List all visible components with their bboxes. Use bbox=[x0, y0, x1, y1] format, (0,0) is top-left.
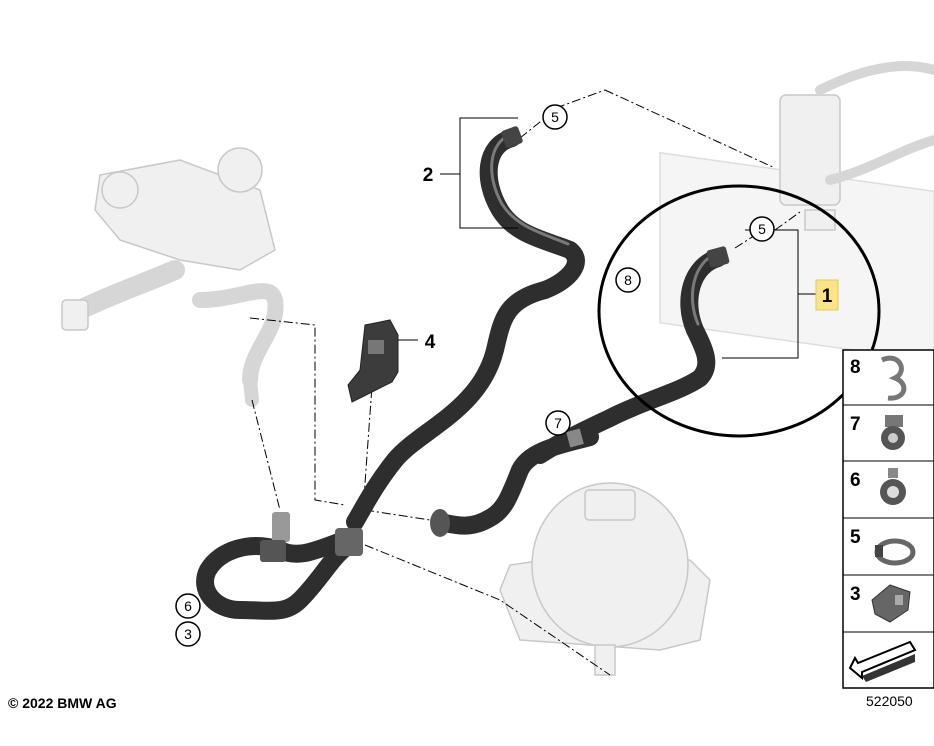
callout-7[interactable]: 7 bbox=[545, 410, 571, 436]
diagram-number: 522050 bbox=[866, 693, 913, 709]
svg-text:6: 6 bbox=[850, 470, 861, 491]
hose-clamp-icon bbox=[874, 538, 916, 566]
svg-text:5: 5 bbox=[551, 109, 559, 125]
svg-text:8: 8 bbox=[850, 357, 861, 378]
svg-text:5: 5 bbox=[758, 221, 766, 237]
svg-text:2: 2 bbox=[423, 165, 434, 186]
callout-4[interactable]: 4 bbox=[425, 332, 436, 353]
clip-icon bbox=[880, 468, 906, 505]
parts-legend: 8 7 6 5 bbox=[842, 349, 934, 689]
expansion-tank-ghost bbox=[499, 482, 711, 676]
legend-item-3[interactable]: 3 bbox=[850, 584, 911, 623]
callout-1[interactable]: 1 bbox=[815, 279, 839, 311]
svg-text:4: 4 bbox=[425, 332, 436, 353]
callout-2[interactable]: 2 bbox=[416, 160, 440, 188]
holder-icon bbox=[881, 415, 905, 450]
svg-text:8: 8 bbox=[624, 272, 632, 288]
callout-6[interactable]: 6 bbox=[175, 593, 201, 619]
callout-3[interactable]: 3 bbox=[175, 621, 201, 647]
svg-text:5: 5 bbox=[850, 527, 861, 548]
svg-text:1: 1 bbox=[822, 286, 833, 307]
arrow-icon bbox=[848, 640, 917, 682]
legend-item-5[interactable]: 5 bbox=[850, 527, 916, 566]
svg-text:3: 3 bbox=[850, 584, 861, 605]
svg-text:7: 7 bbox=[554, 415, 562, 431]
svg-text:7: 7 bbox=[850, 414, 861, 435]
bracket-4 bbox=[347, 319, 399, 403]
legend-arrow-tile[interactable] bbox=[848, 640, 917, 682]
legend-item-6[interactable]: 6 bbox=[850, 468, 906, 505]
copyright-text: © 2022 BMW AG bbox=[8, 695, 117, 711]
radiator-ghost bbox=[659, 61, 934, 363]
legend-item-8[interactable]: 8 bbox=[850, 355, 907, 401]
hose-7 bbox=[430, 428, 599, 537]
bracket-icon bbox=[871, 584, 911, 623]
highlight-circle bbox=[597, 184, 881, 438]
clamp-icon bbox=[880, 355, 907, 401]
legend-item-7[interactable]: 7 bbox=[850, 414, 905, 450]
hose-2 bbox=[346, 126, 585, 531]
svg-text:6: 6 bbox=[184, 598, 192, 614]
hose-loop bbox=[196, 512, 363, 620]
callout-5a[interactable]: 5 bbox=[542, 104, 568, 130]
svg-text:3: 3 bbox=[184, 626, 192, 642]
callout-5b[interactable]: 5 bbox=[749, 216, 775, 242]
engine-part-ghost bbox=[61, 147, 284, 407]
callout-8[interactable]: 8 bbox=[615, 267, 641, 293]
